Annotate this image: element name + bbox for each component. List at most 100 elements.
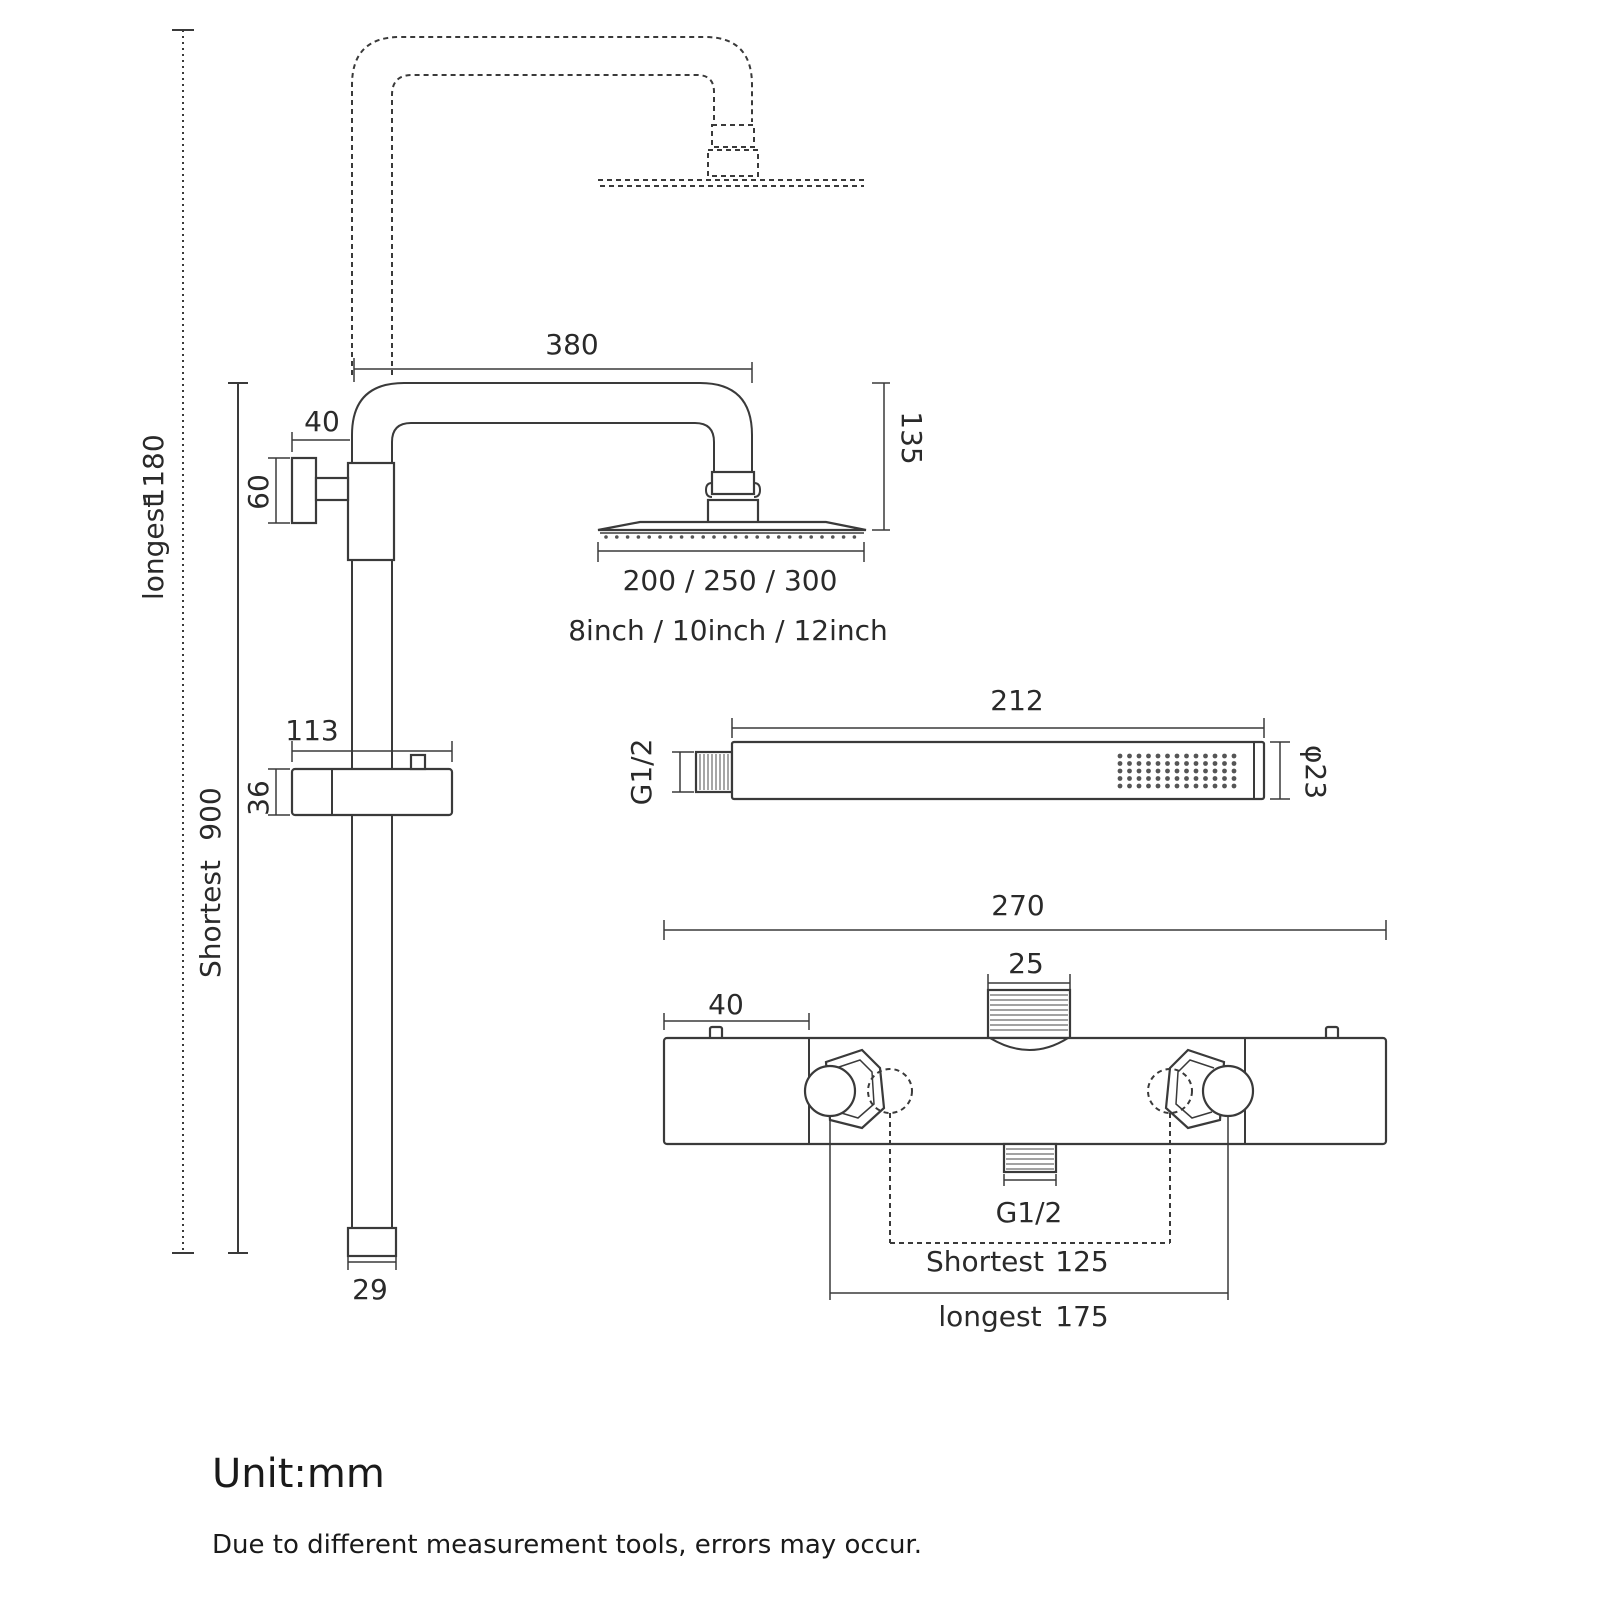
hand-shower-slider — [290, 753, 454, 817]
valve-width-value: 270 — [991, 889, 1044, 922]
nozzle-dot — [787, 535, 792, 539]
spray-hole — [1212, 761, 1218, 766]
head-size-dimension: 200 / 250 / 300 8inch / 10inch / 12inch — [568, 542, 888, 647]
spray-hole — [1193, 761, 1199, 766]
nozzle-dot — [658, 535, 662, 539]
slider-width-dimension: 113 — [285, 714, 453, 762]
spray-hole — [1222, 761, 1227, 766]
spray-hole — [1136, 783, 1142, 789]
spray-hole — [1127, 776, 1132, 781]
nozzle-dot — [647, 535, 651, 539]
valve-end-cap-value: 40 — [708, 988, 744, 1021]
spray-hole — [1212, 753, 1218, 759]
spray-hole — [1165, 776, 1170, 781]
rain-shower-head — [597, 470, 867, 539]
shortest-height-dimension: Shortest 900 — [194, 382, 248, 1254]
spray-hole — [1155, 776, 1161, 781]
arm-width-value: 380 — [545, 328, 598, 361]
drop-height-dimension: 135 — [872, 382, 928, 531]
spray-hole — [1136, 761, 1142, 766]
spray-hole — [1212, 768, 1218, 774]
nozzle-dot — [841, 535, 846, 539]
spray-hole — [1146, 776, 1151, 781]
spray-hole — [1174, 776, 1180, 781]
slider-width-value: 113 — [285, 714, 338, 747]
hand-shower — [694, 740, 1266, 801]
spray-hole — [1127, 768, 1132, 774]
wall-bracket — [290, 456, 350, 525]
valve-top-thread-value: 25 — [1008, 947, 1044, 980]
valve-end-cap-dimension: 40 — [663, 988, 810, 1030]
valve-bottom-thread-dimension: G1/2 — [996, 1174, 1063, 1229]
longest-label: longest — [137, 497, 170, 600]
spray-hole — [1222, 783, 1227, 789]
spray-hole — [1184, 753, 1189, 759]
valve-shortest-label: Shortest — [926, 1245, 1044, 1278]
slider-height-dimension: 36 — [242, 768, 290, 816]
valve-shortest-spacing-dimension: Shortest 125 — [889, 1113, 1171, 1278]
shortest-value: 900 — [194, 787, 227, 840]
spray-hole — [1231, 768, 1237, 774]
bracket-depth-value: 40 — [304, 405, 340, 438]
valve-bottom-thread-value: G1/2 — [996, 1196, 1063, 1229]
extended-riser-dashed — [351, 36, 866, 375]
thermostatic-valve — [662, 988, 1388, 1174]
riser-joint-block — [346, 461, 396, 562]
spray-hole — [1146, 761, 1151, 766]
nozzle-dot — [723, 535, 727, 539]
spray-hole — [1155, 753, 1161, 759]
spray-hole — [1136, 768, 1142, 774]
spray-hole — [1174, 761, 1180, 766]
nozzle-dot — [615, 535, 619, 539]
drop-height-value: 135 — [895, 411, 928, 464]
head-sizes-inch: 8inch / 10inch / 12inch — [568, 614, 888, 647]
valve-longest-spacing-dimension: longest 175 — [829, 1116, 1229, 1333]
spray-hole — [1127, 761, 1132, 766]
nozzle-dot — [690, 535, 695, 539]
nozzle-dot — [604, 535, 608, 539]
spray-hole — [1165, 783, 1170, 789]
nozzle-dot — [701, 535, 705, 539]
nozzle-dot — [777, 535, 781, 539]
spray-hole — [1174, 768, 1180, 774]
spray-hole — [1203, 761, 1208, 766]
spray-hole — [1203, 776, 1208, 781]
nozzle-dot — [679, 535, 684, 539]
spray-hole — [1136, 753, 1142, 759]
rail-base-cap — [346, 1226, 398, 1258]
spray-hole — [1193, 776, 1199, 781]
handshower-diameter-dimension: φ23 — [1270, 741, 1332, 800]
spray-hole — [1231, 783, 1237, 789]
valve-longest-value: 175 — [1055, 1300, 1108, 1333]
spray-hole — [1203, 768, 1208, 774]
spray-hole — [1184, 776, 1189, 781]
nozzle-dot — [766, 535, 770, 539]
nozzle-dot — [733, 535, 738, 539]
spray-hole — [1231, 776, 1237, 781]
spray-hole — [1212, 776, 1218, 781]
spray-hole — [1136, 776, 1142, 781]
spray-hole — [1203, 753, 1208, 759]
spray-hole — [1193, 783, 1199, 789]
spray-hole — [1231, 753, 1237, 759]
longest-value: 1180 — [137, 434, 170, 505]
rail-base-dimension: 29 — [347, 1256, 397, 1306]
handshower-thread-value: G1/2 — [625, 739, 658, 806]
nozzle-dot — [625, 535, 630, 539]
valve-top-thread-dimension: 25 — [987, 947, 1071, 992]
unit-note: Due to different measurement tools, erro… — [212, 1530, 922, 1560]
valve-width-dimension: 270 — [663, 889, 1387, 940]
spray-hole — [1222, 753, 1227, 759]
spray-hole — [1203, 783, 1208, 789]
spray-hole — [1193, 753, 1199, 759]
spray-hole — [1174, 783, 1180, 789]
nozzle-dot — [712, 535, 716, 539]
unit-title: Unit:mm — [212, 1451, 385, 1497]
shortest-label: Shortest — [194, 860, 227, 978]
bracket-height-dimension: 60 — [242, 457, 290, 524]
spray-hole — [1184, 761, 1189, 766]
spray-hole — [1222, 768, 1227, 774]
slider-height-value: 36 — [242, 780, 275, 816]
bracket-depth-dimension: 40 — [291, 405, 350, 452]
